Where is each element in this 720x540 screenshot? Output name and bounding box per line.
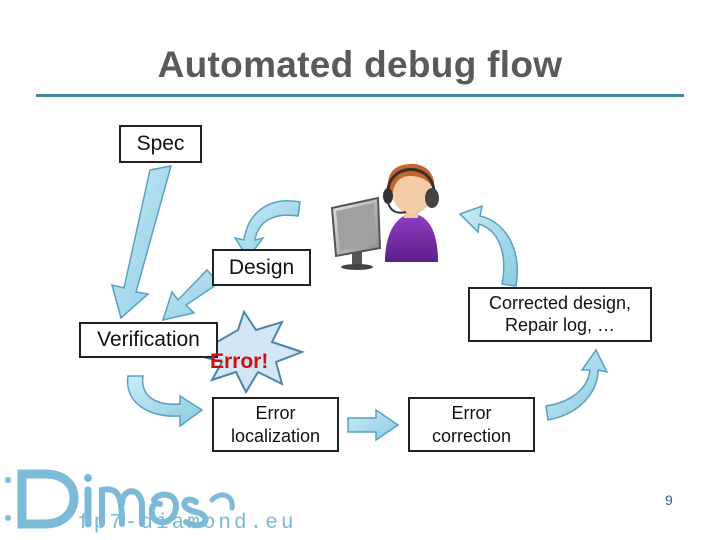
spec-to-verification-arrow	[110, 165, 173, 320]
engineer-at-computer-icon	[330, 164, 439, 270]
engineer-to-design-curved-arrow	[233, 200, 301, 260]
localization-to-correction-arrow	[347, 408, 400, 442]
slide-title: Automated debug flow	[157, 44, 563, 85]
error-flag-label: Error!	[210, 350, 269, 373]
design-label: Design	[228, 256, 295, 279]
logo-url: fp7-diamond.eu	[78, 512, 297, 535]
error-correction-line-2: correction	[431, 426, 512, 446]
spec-label: Spec	[136, 132, 185, 155]
error-localization-line-1: Error	[255, 403, 296, 423]
verification-to-localization-curved-arrow	[126, 375, 204, 428]
verification-label: Verification	[97, 328, 200, 351]
title-underline	[36, 94, 684, 97]
error-localization-box: Error localization	[212, 397, 339, 452]
design-to-verification-arrow	[161, 268, 221, 322]
corrected-to-engineer-curved-arrow	[458, 204, 518, 287]
spec-box: Spec	[119, 125, 202, 163]
error-starburst-icon	[198, 309, 305, 395]
corrected-design-line-2: Repair log, …	[504, 315, 616, 335]
error-localization-line-2: localization	[230, 426, 321, 446]
error-correction-line-1: Error	[451, 403, 492, 423]
diamond-logo	[5, 469, 235, 529]
verification-box: Verification	[79, 322, 218, 358]
error-correction-box: Error correction	[408, 397, 535, 452]
design-box: Design	[212, 249, 311, 286]
corrected-design-line-1: Corrected design,	[488, 293, 632, 313]
correction-to-corrected-curved-arrow	[545, 348, 609, 421]
corrected-design-box: Corrected design, Repair log, …	[468, 287, 652, 342]
page-number: 9	[665, 492, 673, 508]
